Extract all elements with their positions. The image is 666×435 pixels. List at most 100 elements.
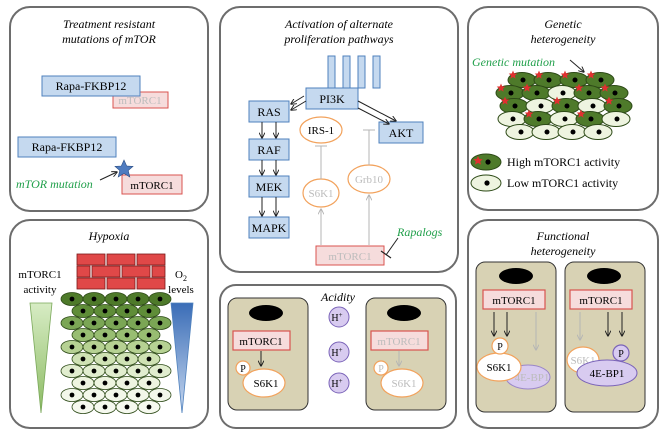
proton-label: H+ xyxy=(331,346,342,359)
mtorc1-label: mTORC1 xyxy=(579,295,622,307)
cell-nucleus xyxy=(124,308,130,314)
cell-nucleus xyxy=(614,116,620,122)
fourebp1-label: 4E-BP1 xyxy=(590,368,625,380)
cell-nucleus xyxy=(157,296,163,302)
cell-nucleus xyxy=(80,308,86,314)
panel-functional: Functional heterogeneity mTORC1 4E-BP1 S… xyxy=(467,219,659,429)
star-icon xyxy=(586,70,596,79)
cell-nucleus xyxy=(572,77,578,83)
grb10-label: Grb10 xyxy=(355,174,384,186)
star-icon xyxy=(552,96,562,105)
mtorc1-activity-label-line1: mTORC1 xyxy=(18,269,61,281)
cell-nucleus xyxy=(560,90,566,96)
cell-nucleus xyxy=(80,356,86,362)
o2-label-line2: levels xyxy=(168,284,194,296)
cell-nucleus xyxy=(69,344,75,350)
cell-nucleus xyxy=(102,380,108,386)
cell-nucleus xyxy=(564,103,570,109)
cell-nucleus xyxy=(590,103,596,109)
ras-box xyxy=(248,100,290,123)
grey-inhibition-lines xyxy=(315,129,375,245)
cell-nucleus xyxy=(135,344,141,350)
mtorc1-label-faded: mTORC1 xyxy=(118,95,161,107)
star-icon xyxy=(576,109,586,118)
nucleus xyxy=(249,305,283,321)
cell-nucleus xyxy=(69,392,75,398)
raf-label: RAF xyxy=(257,143,281,157)
mapk-box xyxy=(248,216,290,239)
star-icon xyxy=(522,83,532,92)
fourebp1-label-faded: 4E-BP1 xyxy=(515,372,550,384)
panel-title: Hypoxia xyxy=(88,229,130,243)
cell-nucleus xyxy=(508,90,514,96)
cell-nucleus xyxy=(157,368,163,374)
proton-icon xyxy=(328,372,350,394)
cell-nucleus xyxy=(80,404,86,410)
panel-hypoxia: Hypoxia mTORC1 activity O2 levels xyxy=(9,219,209,429)
phospho-label: P xyxy=(618,349,624,360)
cell-nucleus xyxy=(520,77,526,83)
cell-nucleus xyxy=(612,90,618,96)
cell-nucleus xyxy=(536,116,542,122)
mtorc1-box xyxy=(482,289,546,310)
cell-right xyxy=(564,261,646,413)
phospho-node-faded xyxy=(373,360,389,376)
cell-nucleus xyxy=(146,404,152,410)
irs1-node xyxy=(299,116,343,144)
mtorc1-label-faded: mTORC1 xyxy=(377,336,420,348)
mtor-mutation-label: mTOR mutation xyxy=(16,177,93,191)
panel-title-line1: Functional xyxy=(536,229,590,243)
vessel-brick xyxy=(121,265,151,278)
vessel-brick xyxy=(91,265,121,278)
cell-left xyxy=(475,261,557,413)
o2-levels-wedge xyxy=(170,302,194,414)
mek-box xyxy=(248,175,290,198)
cell-nucleus xyxy=(616,103,622,109)
mek-label: MEK xyxy=(256,180,283,194)
mtorc1-label: mTORC1 xyxy=(130,180,173,192)
proton-icon xyxy=(328,341,350,363)
cell-nucleus xyxy=(113,368,119,374)
cell-nucleus xyxy=(91,392,97,398)
cell-nucleus xyxy=(69,320,75,326)
cell-nucleus xyxy=(135,392,141,398)
cell-nucleus xyxy=(546,77,552,83)
double-arrows xyxy=(262,95,396,216)
phospho-label-faded: P xyxy=(378,364,384,375)
cell-nucleus xyxy=(544,129,550,135)
panel-title-line1: Activation of alternate xyxy=(284,17,394,31)
cell-nucleus xyxy=(157,392,163,398)
vessel-brick xyxy=(106,253,136,266)
star-icon xyxy=(500,96,510,105)
cell-nucleus xyxy=(124,404,130,410)
cell-nucleus xyxy=(102,356,108,362)
nucleus xyxy=(499,268,533,284)
cell-nucleus xyxy=(91,320,97,326)
s6k1-label-faded: S6K1 xyxy=(391,378,416,390)
cell-nucleus xyxy=(113,296,119,302)
cell-nucleus xyxy=(146,332,152,338)
legend-low-label: Low mTORC1 activity xyxy=(507,176,618,190)
panel-frame xyxy=(219,6,459,273)
cell-nucleus xyxy=(146,380,152,386)
panel-title-line1: Genetic xyxy=(544,17,582,31)
mutation-pointer-arrow xyxy=(569,59,584,72)
mtorc1-activity-label-line2: activity xyxy=(24,284,57,296)
cell-nucleus xyxy=(124,332,130,338)
s6k1-node xyxy=(242,368,286,398)
mtorc1-box xyxy=(569,289,633,310)
receptor-icon xyxy=(327,55,381,89)
cell-nucleus xyxy=(135,296,141,302)
cell-nucleus xyxy=(113,320,119,326)
panel-frame xyxy=(9,6,209,212)
cell-nucleus xyxy=(570,129,576,135)
vessel-brick xyxy=(76,253,106,266)
panel-title-line1: Treatment resistant xyxy=(63,17,156,31)
panel-title-line2: heterogeneity xyxy=(531,244,597,258)
phospho-node xyxy=(235,360,251,376)
mtorc1-box xyxy=(121,174,183,195)
pi3k-box xyxy=(305,87,359,110)
raf-box xyxy=(248,138,290,161)
star-icon xyxy=(560,70,570,79)
cell-nucleus xyxy=(146,356,152,362)
